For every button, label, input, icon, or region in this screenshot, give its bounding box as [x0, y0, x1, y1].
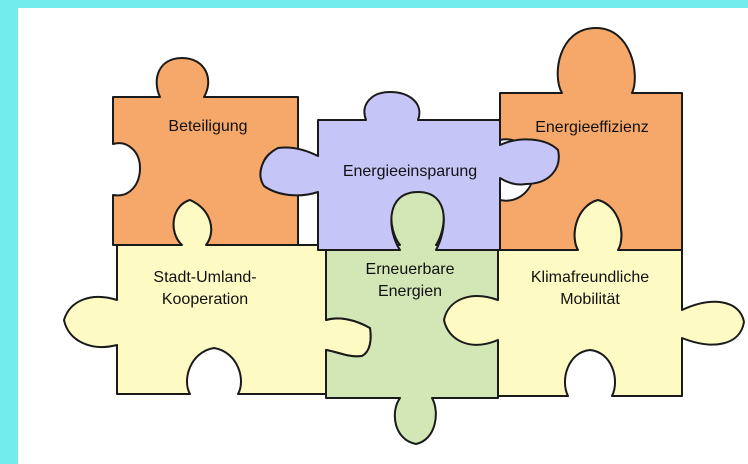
- piece-beteiligung: [112, 57, 299, 246]
- puzzle-diagram: Beteiligung Energieeffizienz Energieeins…: [63, 27, 745, 445]
- piece-klimafreundliche-mobilitaet: [443, 199, 745, 397]
- label-stadt-umland-line2: Kooperation: [162, 291, 248, 308]
- label-erneuerbare-line1: Erneuerbare: [366, 261, 455, 278]
- label-energieeinsparung: Energieeinsparung: [343, 163, 477, 180]
- label-stadt-umland-line1: Stadt-Umland-: [153, 269, 256, 286]
- piece-energieeinsparung: [259, 91, 560, 251]
- label-erneuerbare-line2: Energien: [378, 283, 442, 300]
- label-klimafreundliche-line1: Klimafreundliche: [531, 269, 649, 286]
- label-beteiligung: Beteiligung: [168, 118, 247, 135]
- diagram-panel: Beteiligung Energieeffizienz Energieeins…: [18, 8, 748, 464]
- label-energieeffizienz: Energieeffizienz: [535, 119, 649, 136]
- label-klimafreundliche-line2: Mobilität: [560, 291, 620, 308]
